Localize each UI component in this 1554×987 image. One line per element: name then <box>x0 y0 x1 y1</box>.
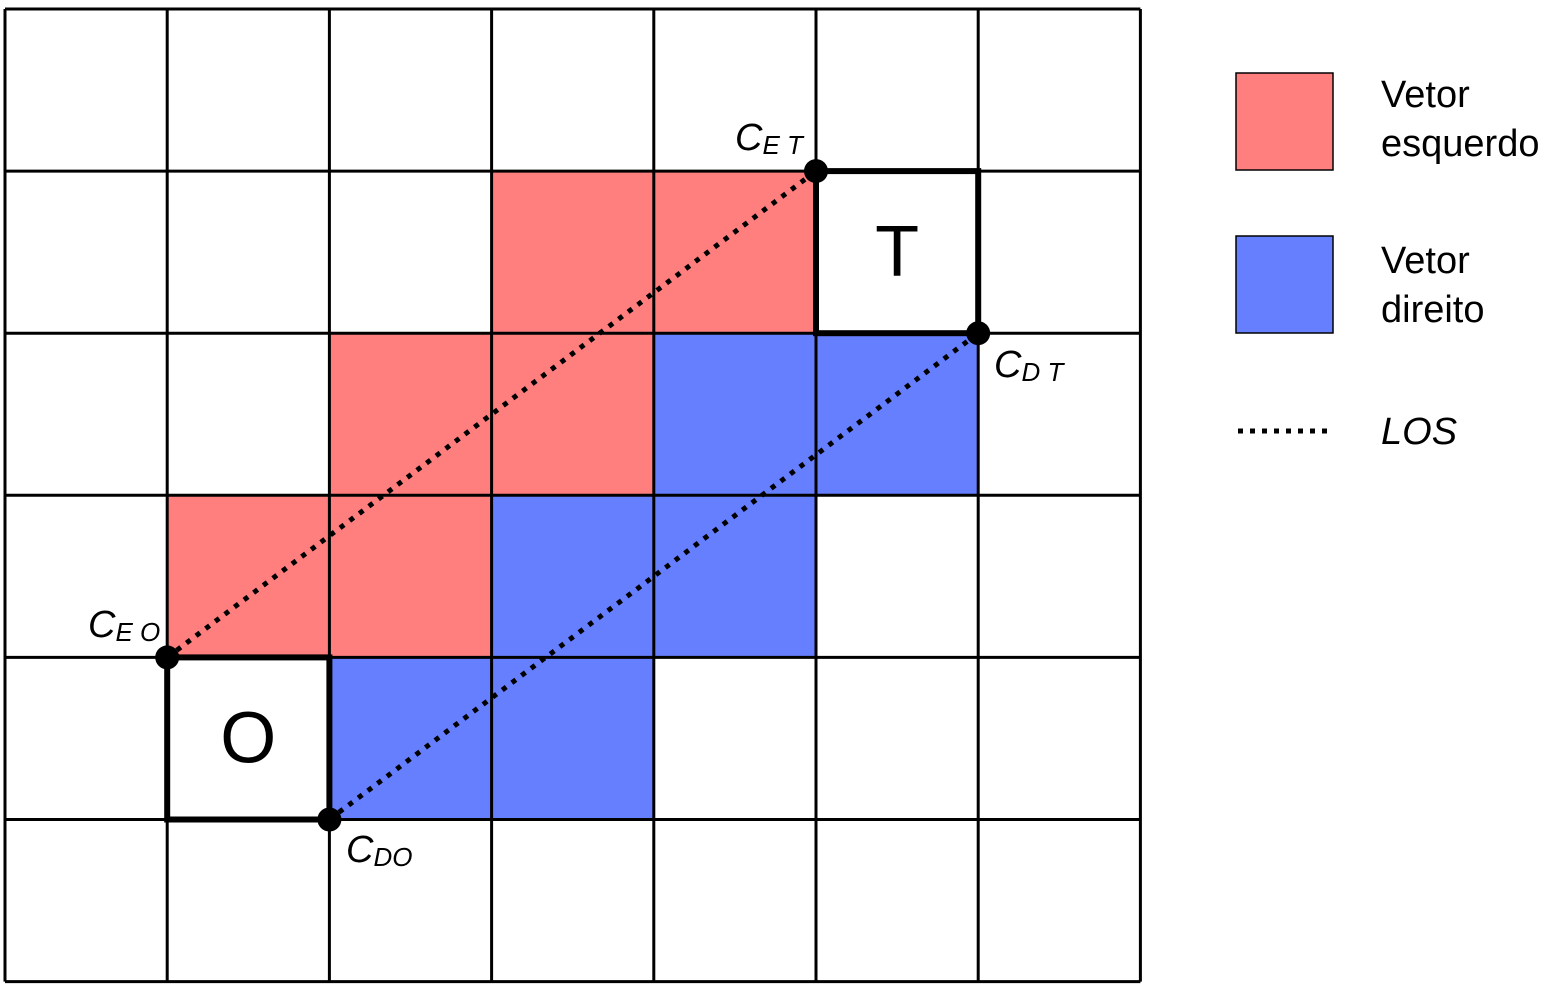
label-cdt: CD T <box>994 344 1065 387</box>
right-vector-cell <box>491 495 654 658</box>
los-right-line <box>327 331 980 822</box>
origin-cell <box>164 654 333 823</box>
right-vector-cell <box>653 333 816 496</box>
left-vector-cell <box>329 333 492 496</box>
legend-left-vector-swatch <box>1235 72 1334 171</box>
left-vector-cell <box>653 171 816 334</box>
corner-point-cet <box>804 159 828 184</box>
right-vector-cell <box>329 657 492 820</box>
left-vector-cell <box>167 495 330 658</box>
right-vector-cell <box>816 333 979 496</box>
corner-point-cdt <box>966 321 991 346</box>
right-vector-cells <box>329 333 979 820</box>
legend-left-vector-label: Vetor esquerdo <box>1381 74 1539 165</box>
left-vector-cell <box>329 495 492 658</box>
label-cet: CE T <box>735 117 805 160</box>
grid-lines <box>3 7 1142 984</box>
los-left-line <box>165 169 818 660</box>
target-cell-label: T <box>875 212 919 292</box>
corner-point-cdo <box>317 807 342 832</box>
legend-los-label: LOS <box>1381 411 1457 453</box>
legend-right-vector-swatch <box>1235 235 1334 334</box>
left-vector-cells <box>167 171 816 658</box>
corner-point-ceo <box>155 645 180 670</box>
left-vector-cell <box>491 171 654 334</box>
label-cdo: CDO <box>346 829 412 872</box>
legend-right-vector-label: Vetor direito <box>1381 240 1485 331</box>
legend: Vetor esquerdo Vetor direito LOS <box>1235 72 1539 453</box>
right-vector-cell <box>653 495 816 658</box>
label-ceo: CE O <box>88 604 160 647</box>
left-vector-cell <box>491 333 654 496</box>
target-cell <box>813 168 982 337</box>
right-vector-cell <box>491 657 654 820</box>
origin-cell-label: O <box>220 698 276 778</box>
